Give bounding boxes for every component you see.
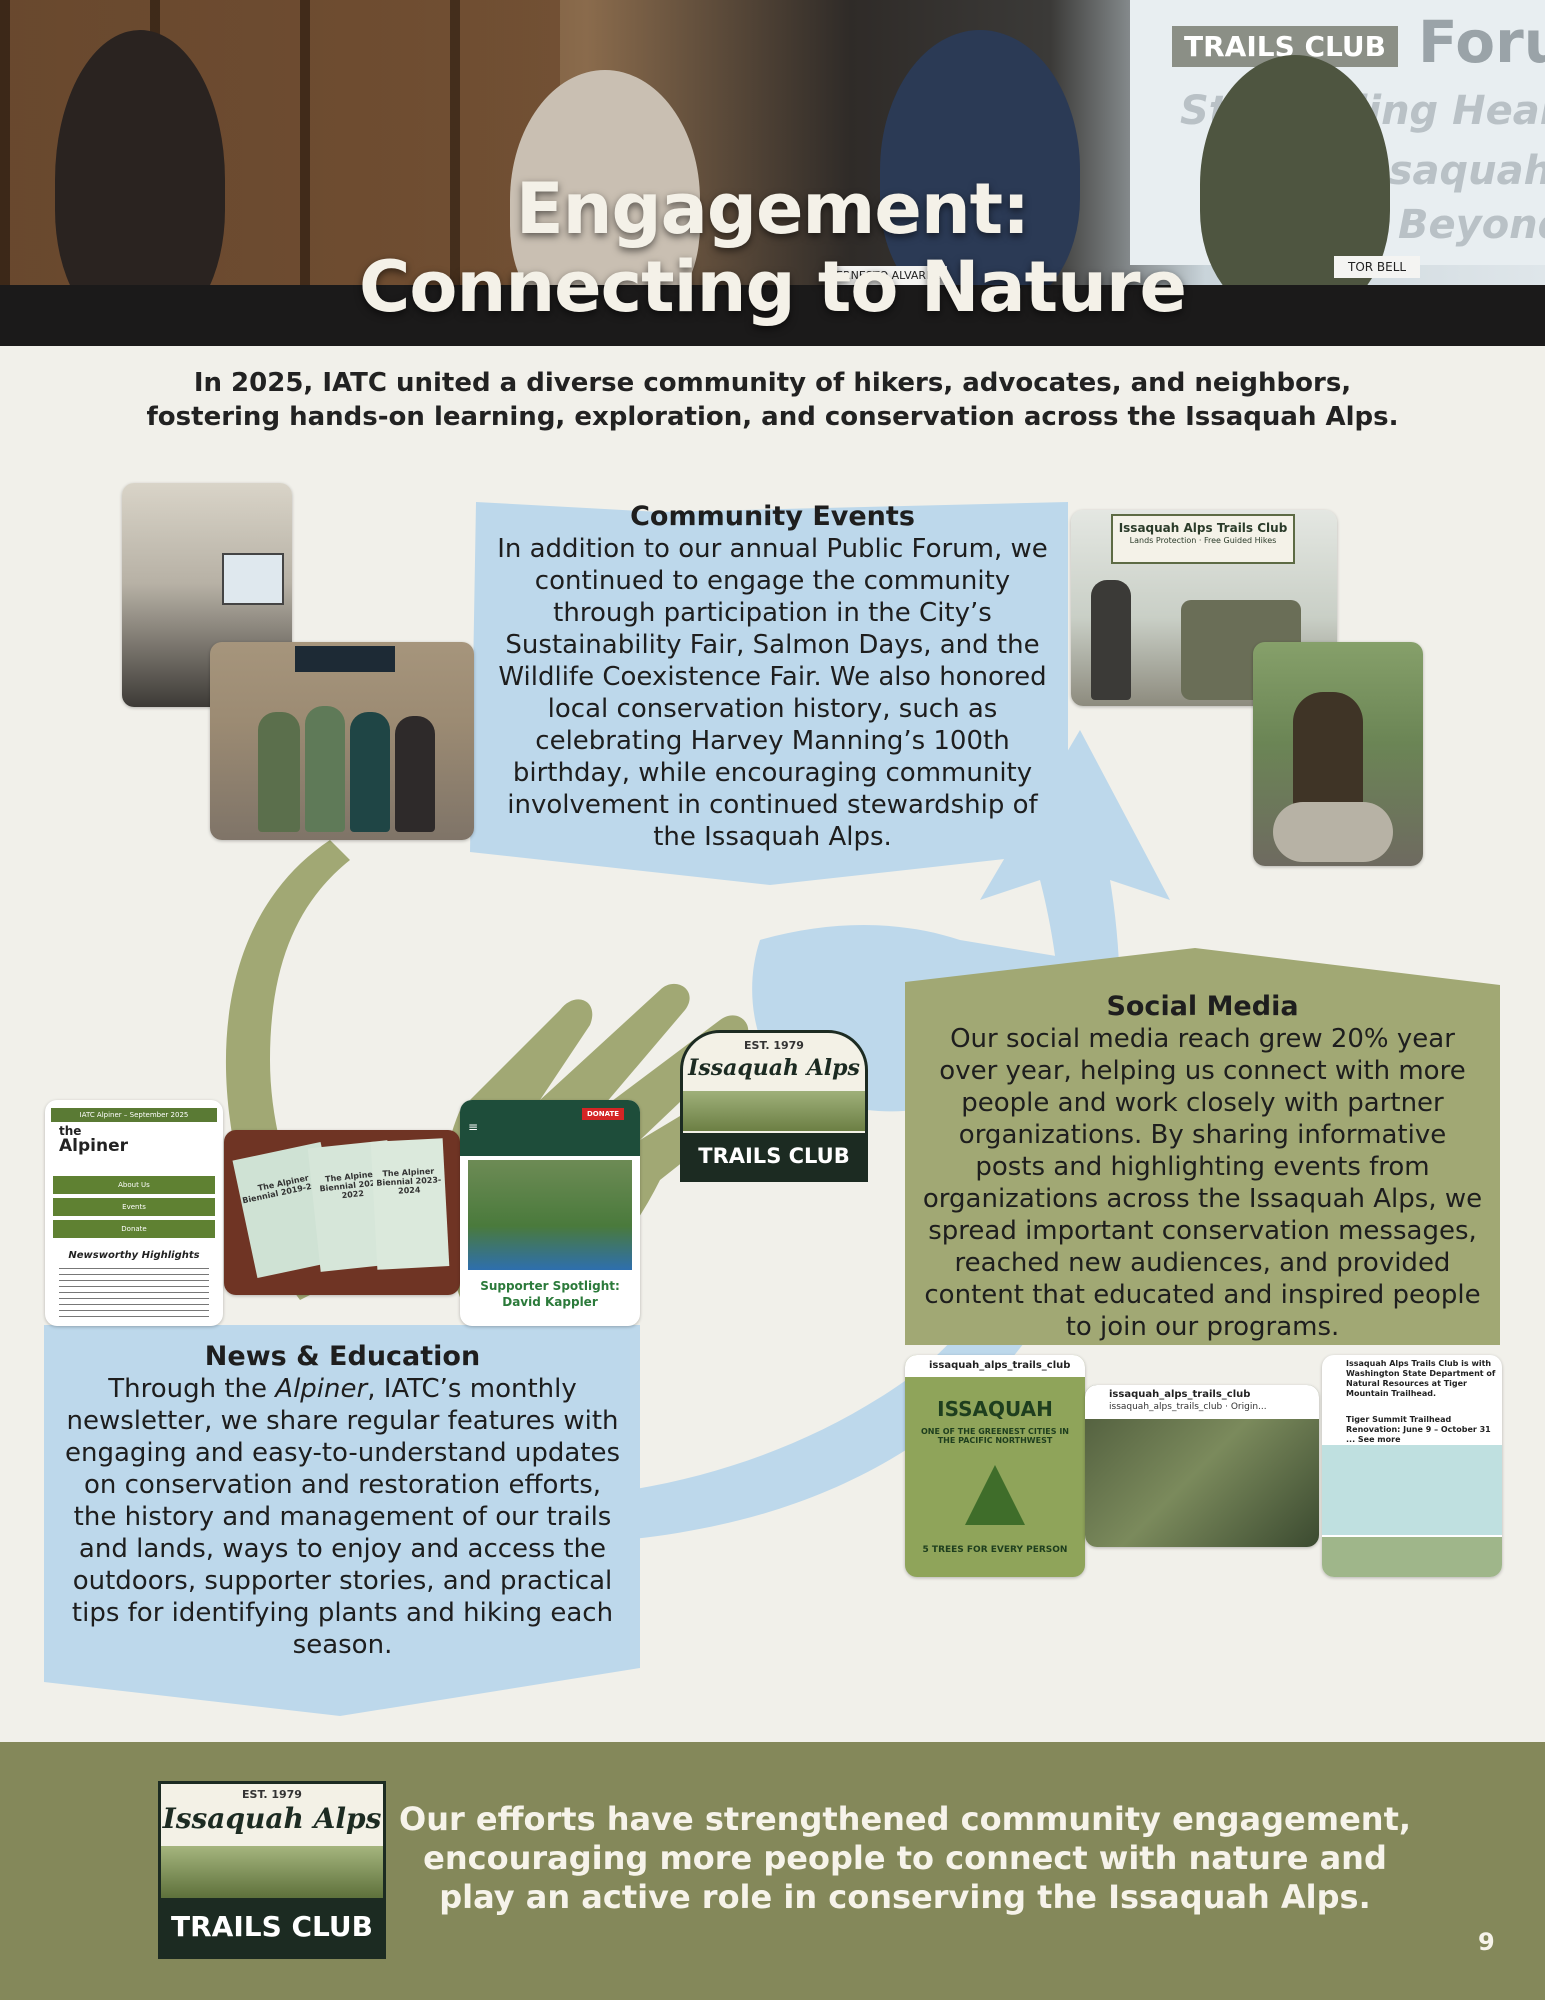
footer-logo-script: Issaquah Alps <box>162 1802 382 1835</box>
screen-line-3: Beyond <box>1398 202 1545 248</box>
spotlight-donate-label: DONATE <box>582 1108 625 1120</box>
alpiner-about-button: About Us <box>53 1176 215 1194</box>
spotlight-photo <box>468 1160 632 1270</box>
statue-figure <box>1293 692 1363 812</box>
screen-forum-word: Foru <box>1418 8 1545 76</box>
hero-photo: TRAILS CLUB Foru Stewarding Healt Issaqu… <box>0 0 1545 346</box>
post1-title: ISSAQUAH <box>937 1397 1053 1421</box>
biennial-book-3: The Alpiner Biennial 2023-2024 <box>370 1138 450 1270</box>
spotlight-menu-icon: ≡ <box>468 1120 479 1134</box>
post3-body: Tiger Summit Trailhead Renovation: June … <box>1346 1415 1491 1444</box>
social-media-panel: Social Media Our social media reach grew… <box>920 990 1485 1343</box>
alpiner-events-button: Events <box>53 1198 215 1216</box>
supporter-spotlight-image: ≡ DONATE Supporter Spotlight: David Kapp… <box>460 1100 640 1326</box>
panel-table <box>0 285 1545 346</box>
post3-photo-strip <box>1322 1537 1502 1577</box>
alpiner-name: Alpiner <box>59 1136 128 1156</box>
footer-logo-est: EST. 1979 <box>242 1788 302 1801</box>
panelist-3 <box>880 30 1080 310</box>
news-education-heading: News & Education <box>204 1341 481 1372</box>
alpiner-newsletter-image: IATC Alpiner – September 2025 the Alpine… <box>45 1100 223 1326</box>
alpiner-the: the <box>59 1124 82 1138</box>
group-person-1 <box>258 712 300 832</box>
footer-logo-band: TRAILS CLUB <box>161 1898 383 1956</box>
news-body-post: , IATC’s monthly newsletter, we share re… <box>64 1374 621 1660</box>
page-number: 9 <box>1478 1928 1495 1956</box>
event-photo-statue <box>1253 642 1423 866</box>
footer-statement: Our efforts have strengthened community … <box>398 1800 1412 1916</box>
post1-tree-icon <box>965 1465 1025 1525</box>
instagram-post-greenest-city: issaquah_alps_trails_club ISSAQUAH ONE O… <box>905 1355 1085 1577</box>
post1-sub: ONE OF THE GREENEST CITIES IN THE PACIFI… <box>921 1427 1069 1445</box>
community-events-body: In addition to our annual Public Forum, … <box>497 534 1048 852</box>
group-person-3 <box>350 712 390 832</box>
news-education-panel: News & Education Through the Alpiner, IA… <box>60 1340 625 1661</box>
news-education-panel-bg <box>44 1325 640 1716</box>
statue-rock <box>1273 802 1393 862</box>
booth-banner: Issaquah Alps Trails Club Lands Protecti… <box>1111 514 1295 564</box>
intro-text: In 2025, IATC united a diverse community… <box>80 366 1465 434</box>
group-person-2 <box>305 706 345 832</box>
facebook-post-trailhead: Issaquah Alps Trails Club is with Washin… <box>1322 1355 1502 1577</box>
lecture-screen <box>222 553 284 605</box>
post1-handle: issaquah_alps_trails_club <box>905 1355 1085 1377</box>
biennial-book-3-title: The Alpiner Biennial 2023-2024 <box>376 1166 442 1196</box>
page-title: Engagement: Connecting to Nature <box>0 170 1545 326</box>
group-person-4 <box>395 716 435 832</box>
alpiner-text-lines <box>59 1268 209 1318</box>
post2-handle: issaquah_alps_trails_club <box>1085 1385 1319 1419</box>
intro-line-2: fostering hands-on learning, exploration… <box>146 402 1399 432</box>
booth-banner-sub: Lands Protection · Free Guided Hikes <box>1129 536 1277 545</box>
center-logo-script: Issaquah Alps <box>688 1055 860 1081</box>
footer-logo-mountains <box>161 1846 383 1898</box>
social-media-heading: Social Media <box>1106 991 1299 1022</box>
alpiner-section-title: Newsworthy Highlights <box>68 1250 200 1261</box>
news-education-body: Through the Alpiner, IATC’s monthly news… <box>60 1373 625 1661</box>
nameplate-2: TOR BELL <box>1334 256 1421 278</box>
intro-line-1: In 2025, IATC united a diverse community… <box>193 368 1352 398</box>
news-body-italic: Alpiner <box>275 1374 368 1404</box>
social-media-panel-bg <box>905 948 1500 1345</box>
spotlight-caption: Supporter Spotlight: David Kappler <box>480 1279 620 1309</box>
page-title-line-2: Connecting to Nature <box>359 246 1187 328</box>
instagram-post-forest: issaquah_alps_trails_club issaquah_alps_… <box>1085 1385 1319 1547</box>
news-body-pre: Through the <box>108 1374 276 1404</box>
post3-map <box>1322 1445 1502 1535</box>
social-media-body: Our social media reach grew 20% year ove… <box>922 1024 1483 1342</box>
post2-sub: issaquah_alps_trails_club · Origin... <box>1109 1402 1267 1412</box>
alpiner-donate-button: Donate <box>53 1220 215 1238</box>
community-events-panel: Community Events In addition to our annu… <box>490 500 1055 853</box>
center-club-logo: EST. 1979 Issaquah Alps TRAILS CLUB <box>680 1030 868 1182</box>
center-logo-mountains <box>683 1091 865 1131</box>
community-events-panel-bg <box>470 502 1068 885</box>
panelist-1 <box>55 30 225 330</box>
group-tv <box>295 646 395 672</box>
alpiner-top-bar: IATC Alpiner – September 2025 <box>51 1108 217 1122</box>
booth-bigfoot <box>1091 580 1131 700</box>
page-title-line-1: Engagement: <box>515 168 1030 250</box>
nameplate-1: ERNESTO ALVAREZ <box>830 266 947 285</box>
event-photo-group <box>210 642 474 840</box>
booth-banner-title: Issaquah Alps Trails Club <box>1118 521 1288 535</box>
footer-club-logo: EST. 1979 Issaquah Alps TRAILS CLUB <box>158 1781 386 1959</box>
center-logo-est: EST. 1979 <box>744 1039 804 1052</box>
alpiner-biennial-books: The Alpiner Biennial 2019-2020 The Alpin… <box>224 1130 460 1295</box>
center-logo-band: TRAILS CLUB <box>683 1133 865 1179</box>
post1-foot: 5 TREES FOR EVERY PERSON <box>922 1545 1068 1555</box>
community-events-heading: Community Events <box>630 501 915 532</box>
post3-handle: Issaquah Alps Trails Club is with Washin… <box>1346 1359 1496 1398</box>
